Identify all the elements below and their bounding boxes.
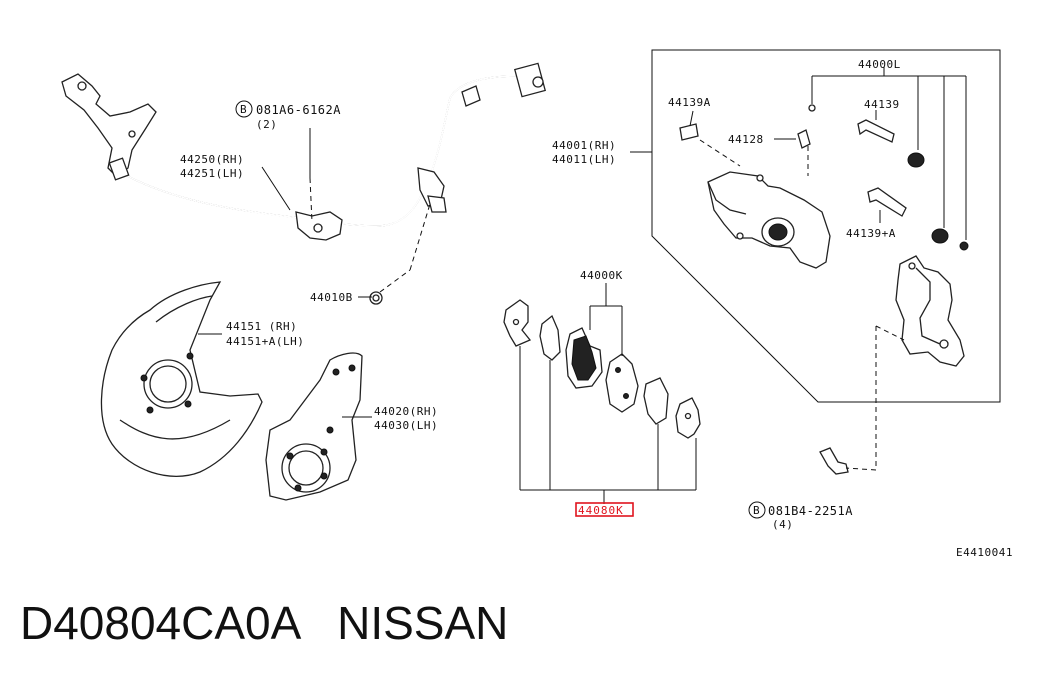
label-081b4: B 081B4-2251A (4) <box>748 501 853 531</box>
b-symbol-b: B <box>753 504 760 517</box>
b-symbol-a: B <box>240 103 247 116</box>
label-44001-rh: 44001(RH) <box>552 139 616 152</box>
diagram-code: E4410041 <box>956 546 1013 559</box>
splash-shield-illustration <box>265 352 363 501</box>
label-081b4-qty: (4) <box>772 518 793 531</box>
brake-hose-illustration <box>61 62 547 241</box>
caliper-illustration <box>679 104 969 367</box>
label-081a6-qty: (2) <box>256 118 277 131</box>
label-44011-lh: 44011(LH) <box>552 153 616 166</box>
bolt-081b4-illustration <box>819 447 849 475</box>
label-44151-rh: 44151 (RH) <box>226 320 297 333</box>
label-44139-plus-a: 44139+A <box>846 227 896 240</box>
label-44251-lh: 44251(LH) <box>180 167 244 180</box>
caliper-box-outline <box>651 49 1001 403</box>
label-44000k: 44000K <box>580 269 623 282</box>
label-44010b: 44010B <box>310 291 353 304</box>
label-44128: 44128 <box>728 133 764 146</box>
label-44080k: 44080K <box>578 504 624 517</box>
label-081a6: B 081A6-6162A (2) <box>235 100 341 131</box>
label-44139: 44139 <box>864 98 900 111</box>
part-number-caption: D40804CA0A NISSAN <box>20 597 509 649</box>
label-44139a: 44139A <box>668 96 711 109</box>
backing-plate-illustration <box>100 281 263 477</box>
label-44030-lh: 44030(LH) <box>374 419 438 432</box>
label-44000l: 44000L <box>858 58 901 71</box>
label-44250-rh: 44250(RH) <box>180 153 244 166</box>
leader-lines <box>198 67 967 504</box>
label-081b4-2251a: 081B4-2251A <box>768 504 853 518</box>
label-081a6-6162a: 081A6-6162A <box>256 103 341 117</box>
highlight-box-44080k <box>575 502 634 517</box>
label-44151a-lh: 44151+A(LH) <box>226 335 304 348</box>
brake-pad-illustration <box>503 299 701 439</box>
nut-44010b-illustration <box>369 291 383 305</box>
label-44020-rh: 44020(RH) <box>374 405 438 418</box>
